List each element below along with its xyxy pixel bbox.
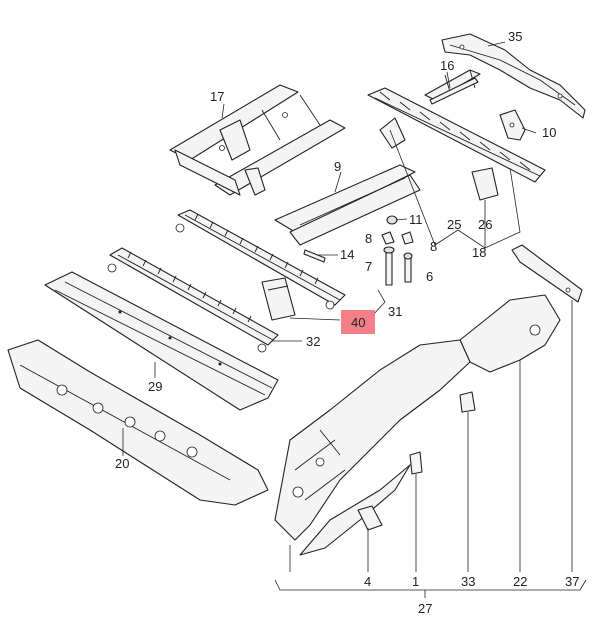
label-17: 17 xyxy=(210,89,224,104)
part-32-rail xyxy=(107,247,279,353)
label-4: 4 xyxy=(364,574,371,589)
label-18: 18 xyxy=(472,245,486,260)
part-18-sidemember xyxy=(367,87,546,201)
label-10: 10 xyxy=(542,125,556,140)
part-40-bracket xyxy=(261,277,296,321)
part-17-frame xyxy=(169,84,346,196)
label-22: 22 xyxy=(513,574,527,589)
part-20-floor-sill xyxy=(7,339,269,506)
label-37: 37 xyxy=(565,574,579,589)
label-32: 32 xyxy=(306,334,320,349)
label-8b: 8 xyxy=(430,239,437,254)
label-11: 11 xyxy=(409,212,423,227)
part-37-bracket xyxy=(511,244,583,303)
label-33: 33 xyxy=(461,574,475,589)
part-31-rail xyxy=(175,209,346,310)
part-10-bracket xyxy=(499,109,526,141)
label-25: 25 xyxy=(447,217,461,232)
label-14: 14 xyxy=(340,247,354,262)
label-31: 31 xyxy=(388,304,402,319)
label-6: 6 xyxy=(426,269,433,284)
label-27: 27 xyxy=(418,601,432,616)
label-1: 1 xyxy=(412,574,419,589)
label-8a: 8 xyxy=(365,231,372,246)
labels: 35 16 17 10 9 11 8 8 14 7 6 25 26 18 31 … xyxy=(115,29,579,616)
part-9-member xyxy=(274,164,421,246)
highlight-box xyxy=(341,310,375,334)
part-1-bracket xyxy=(409,451,423,475)
leader-lines xyxy=(122,41,587,598)
label-35: 35 xyxy=(508,29,522,44)
hardware-fasteners xyxy=(303,215,414,286)
part-29-sill xyxy=(44,271,279,411)
label-40: 40 xyxy=(351,315,365,330)
label-26: 26 xyxy=(478,217,492,232)
part-27-front-assembly xyxy=(274,339,471,556)
label-16: 16 xyxy=(440,58,454,73)
label-29: 29 xyxy=(148,379,162,394)
label-9: 9 xyxy=(334,159,341,174)
part-16-crossmember xyxy=(424,69,481,105)
label-7: 7 xyxy=(365,259,372,274)
part-33-bracket xyxy=(459,391,476,413)
part-22-rail xyxy=(459,294,561,373)
label-20: 20 xyxy=(115,456,129,471)
part-35-rail xyxy=(441,33,586,119)
